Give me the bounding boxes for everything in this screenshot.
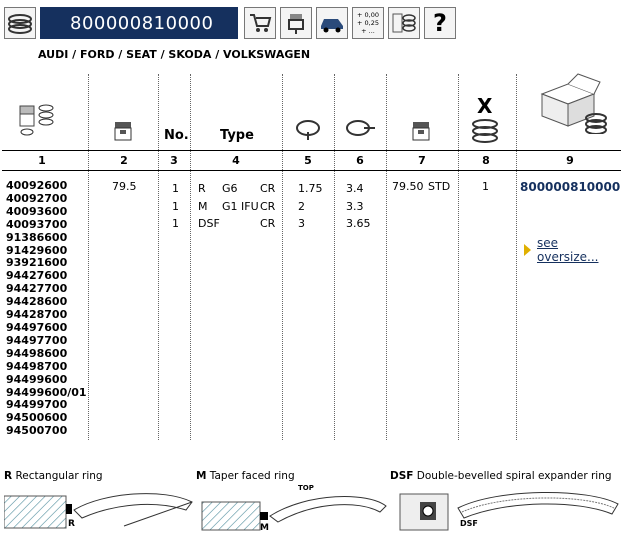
ring-radial-icon (346, 120, 375, 136)
ring-radial: 3.3 (346, 200, 364, 213)
ring-set-box-icon (540, 73, 607, 134)
ring-no: 1 (172, 217, 179, 230)
column-separator (458, 74, 459, 440)
piston-size-icon (412, 122, 430, 141)
rectangular-ring-diagram: R (4, 493, 193, 529)
oe-reference: 94497600 (6, 320, 68, 334)
oe-reference: 94499600/01 (6, 385, 87, 399)
ring-set-quantity-icon (472, 119, 498, 143)
ring-finish: CR (260, 182, 276, 195)
column-separator (282, 74, 283, 440)
part-number-title: 800000810000 (40, 7, 238, 39)
oe-reference: 40092600 (6, 179, 68, 192)
dsf-ring-marker: DSF (460, 519, 478, 528)
ring-no: 1 (172, 182, 179, 195)
oe-reference: 94500600 (6, 411, 68, 425)
header-rule (2, 150, 621, 151)
column-number-4: 4 (232, 154, 240, 167)
cart-icon[interactable] (244, 7, 276, 39)
column-separator (88, 74, 89, 440)
arrow-right-icon (524, 244, 531, 256)
taper-ring-marker: M (260, 523, 269, 533)
piston-size-value: 79.50 (392, 180, 424, 193)
oe-reference: 94499700 (6, 398, 68, 412)
ring-height: 2 (298, 200, 305, 213)
oe-reference: 94497700 (6, 333, 68, 347)
oe-reference-list: 40092600 40092700 40093600 40093700 9138… (6, 179, 87, 438)
oe-reference: 91429600 (6, 243, 68, 257)
oe-reference: 40092700 (6, 191, 68, 205)
piston-kit-icon (19, 104, 54, 136)
column-number-3: 3 (170, 154, 178, 167)
ring-code: G1 IFU (222, 200, 259, 213)
ring-set-part-number-link[interactable]: 800000810000 (520, 180, 621, 194)
legend-rectangular: R Rectangular ring (4, 470, 103, 482)
column-header-type: Type (220, 128, 254, 143)
ring-height-icon (296, 120, 320, 140)
column-number-1: 1 (38, 154, 46, 167)
ring-no: 1 (172, 200, 179, 213)
column-number-8: 8 (482, 154, 490, 167)
ring-set-icon[interactable] (388, 7, 420, 39)
taper-ring-diagram: M TOP (201, 484, 387, 533)
header-rule (2, 170, 621, 171)
oe-reference: 40093600 (6, 204, 68, 218)
oe-reference: 93921600 (6, 256, 68, 270)
toolbar (4, 6, 38, 40)
ring-set-quantity: 1 (482, 180, 489, 193)
taper-ring-top-label: TOP (298, 484, 314, 492)
oe-reference: 94428600 (6, 295, 68, 309)
column-separator (334, 74, 335, 440)
ring-finish: CR (260, 217, 276, 230)
engine-icon[interactable] (280, 7, 312, 39)
oe-reference: 94500700 (6, 424, 68, 438)
help-icon[interactable]: ? (424, 7, 456, 39)
oe-reference: 94427600 (6, 269, 68, 283)
column-header-no: No. (164, 128, 189, 143)
vehicle-icon[interactable] (316, 7, 348, 39)
column-separator (158, 74, 159, 440)
dsf-ring-diagram: DSF (399, 491, 619, 531)
oe-reference: 40093700 (6, 217, 68, 231)
piston-rings-icon[interactable] (4, 7, 36, 39)
column-separator (386, 74, 387, 440)
oe-reference: 94499600 (6, 372, 68, 386)
ring-code: G6 (222, 182, 238, 195)
rectangular-ring-marker: R (68, 519, 75, 529)
piston-size-label: STD (428, 180, 451, 193)
column-number-7: 7 (418, 154, 426, 167)
ring-specification-table: No. Type X 1 2 3 4 5 6 7 8 9 40092600 40… (2, 66, 621, 440)
ring-type: DSF (198, 217, 220, 230)
ring-finish: CR (260, 200, 276, 213)
legend-taper: M Taper faced ring (196, 470, 295, 482)
column-number-9: 9 (566, 154, 574, 167)
column-number-6: 6 (356, 154, 364, 167)
oversize-icon[interactable]: + 0,00 + 0,25 + ... (352, 7, 384, 39)
oe-reference: 94498700 (6, 359, 68, 373)
oe-reference: 94498600 (6, 346, 68, 360)
see-oversize-link[interactable]: see oversize... (524, 236, 621, 264)
legend-dsf: DSF Double-bevelled spiral expander ring (390, 470, 612, 482)
column-separator (190, 74, 191, 440)
ring-height: 3 (298, 217, 305, 230)
ring-type: M (198, 200, 208, 213)
ring-radial: 3.65 (346, 217, 371, 230)
column-header-quantity: X (477, 94, 493, 118)
vehicle-makes: AUDI / FORD / SEAT / SKODA / VOLKSWAGEN (38, 48, 311, 61)
piston-diameter-icon (114, 122, 132, 141)
column-number-2: 2 (120, 154, 128, 167)
oe-reference: 94428700 (6, 308, 68, 322)
ring-radial: 3.4 (346, 182, 364, 195)
oe-reference: 91386600 (6, 230, 68, 244)
ring-type: R (198, 182, 206, 195)
column-separator (516, 74, 517, 440)
column-number-5: 5 (304, 154, 312, 167)
piston-diameter: 79.5 (112, 180, 137, 193)
oe-reference: 94427700 (6, 282, 68, 296)
ring-height: 1.75 (298, 182, 323, 195)
toolbar-actions: + 0,00 + 0,25 + ... ? (244, 7, 460, 39)
